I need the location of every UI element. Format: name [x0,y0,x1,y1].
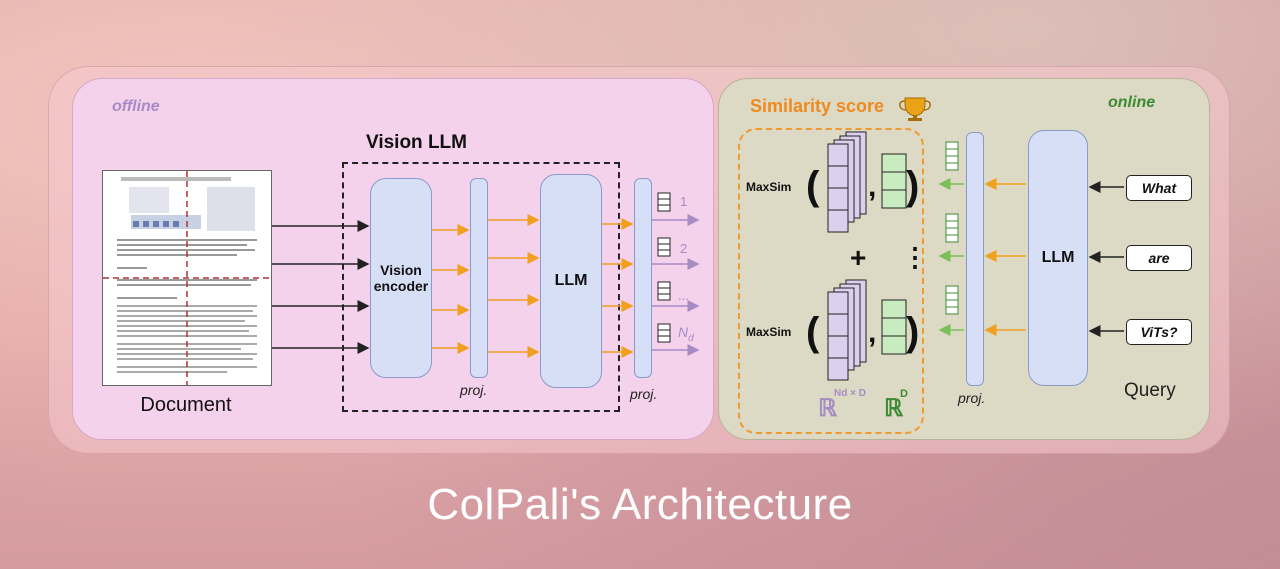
maxsim-label-2: MaxSim [746,325,792,339]
output-arrows [652,214,700,356]
patch-label-n: Nd [678,324,694,344]
llm-right-label: LLM [1041,249,1075,266]
patch-label-1: 1 [680,194,688,209]
vision-llm-title: Vision LLM [366,132,467,153]
llm-left-label: LLM [554,272,588,289]
proj-label-1: proj. [460,382,488,398]
patch-label-n-main: N [678,324,689,340]
document-thumbnail [102,170,272,386]
proj-label-2: proj. [630,386,658,402]
proj-bar-2 [634,178,652,378]
offline-label: offline [112,98,160,115]
open-paren-2: ( [806,310,820,354]
query-word-are: are [1126,245,1192,271]
query-word-label: ViTs? [1140,324,1178,340]
plus-sign: + [850,242,867,273]
reals-symbol-doc: ℝ [818,395,838,422]
query-green-arrows [938,178,964,336]
vertical-ellipsis: ⋮ [902,242,928,272]
query-word-label: What [1141,180,1177,196]
vision-encoder-block: Vision encoder [370,178,432,378]
doc-embedding-vectors [657,192,671,343]
doc-matrix-stack-1 [827,131,867,233]
proj-label-3: proj. [958,390,986,406]
query-label: Query [1124,380,1176,401]
patch-label-n-subscript: d [688,332,694,344]
encoder-proj-arrows [432,214,634,358]
query-word-what: What [1126,175,1192,201]
diagram-caption: ColPali's Architecture [427,480,853,529]
vision-llm-box [342,162,620,412]
proj-bar-1 [470,178,488,378]
close-paren-1: ) [906,164,920,208]
similarity-title: Similarity score [750,96,885,116]
doc-dim-superscript: Nd × D [834,388,866,399]
patch-label-ellipsis: ... [678,288,689,303]
query-word-label: are [1148,250,1170,266]
comma-2: , [868,316,877,349]
document-page-art [103,171,271,385]
vision-encoder-label: Vision encoder [373,262,429,294]
close-paren-2: ) [906,310,920,354]
query-word-vits: ViTs? [1126,319,1192,345]
doc-arrows [272,220,370,354]
reals-symbol-query: ℝ [884,395,904,422]
query-dim-superscript: D [900,388,908,400]
query-embedding-vectors [945,141,959,315]
proj-bar-query [966,132,984,386]
patch-label-2: 2 [680,241,688,256]
word-arrows [1088,181,1124,337]
comma-1: , [868,170,877,203]
maxsim-label-1: MaxSim [746,180,792,194]
open-paren-1: ( [806,164,820,208]
llm-block-left: LLM [540,174,602,388]
similarity-box [738,128,924,434]
query-vector-1 [881,153,907,209]
llm-block-right: LLM [1028,130,1088,386]
doc-matrix-stack-2 [827,279,867,381]
query-vector-2 [881,299,907,355]
online-label: online [1108,94,1156,111]
query-orange-arrows [984,178,1026,336]
document-label: Document [140,394,232,416]
